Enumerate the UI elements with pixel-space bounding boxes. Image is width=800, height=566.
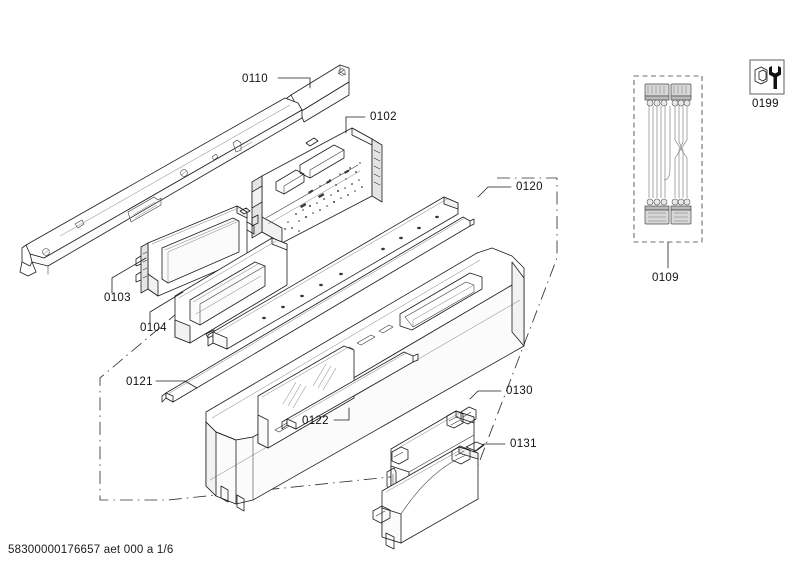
part-0102-control-module: [251, 127, 383, 244]
footer-document-code: 58300000176657 aet 000 a 1/6: [8, 544, 173, 556]
part-0103-display-module: [135, 205, 255, 297]
part-0120-slot-bar: [207, 196, 459, 350]
part-0122-lower-trim-strip: [281, 351, 419, 430]
label-0121: 0121: [126, 376, 153, 388]
part-number-labels: 0110 0102 0103 0104 0120 0121 0122 0130 …: [104, 73, 779, 450]
label-0103: 0103: [104, 292, 131, 304]
cable-harness-b: [670, 83, 692, 225]
label-0130: 0130: [506, 385, 533, 397]
gloss-hatch-b: [312, 363, 337, 391]
part-side-rail-long: [19, 97, 303, 277]
label-0109: 0109: [652, 272, 679, 284]
cable-harness-a: [644, 83, 671, 225]
part-0131-dispenser-flap: [372, 441, 485, 550]
label-0102: 0102: [370, 111, 397, 123]
gloss-hatch-a: [282, 381, 307, 409]
label-0104: 0104: [140, 322, 167, 334]
label-0122: 0122: [302, 415, 329, 427]
label-0110: 0110: [242, 73, 268, 85]
part-0199-service-tool-icon-group: [749, 59, 785, 95]
part-0109-cable-harness-group: [633, 75, 703, 269]
leader-lines: [111, 77, 512, 453]
pcb-components-texture: [284, 162, 363, 232]
label-0199: 0199: [752, 98, 779, 110]
wrench-and-nut-icon: [754, 66, 781, 89]
label-0120: 0120: [516, 181, 543, 193]
part-0104-handle-trim-panel: [174, 237, 288, 344]
assembly-boundary-0120: [99, 177, 558, 501]
part-0121-panel-edge-strip: [161, 216, 475, 403]
label-0131: 0131: [510, 438, 537, 450]
